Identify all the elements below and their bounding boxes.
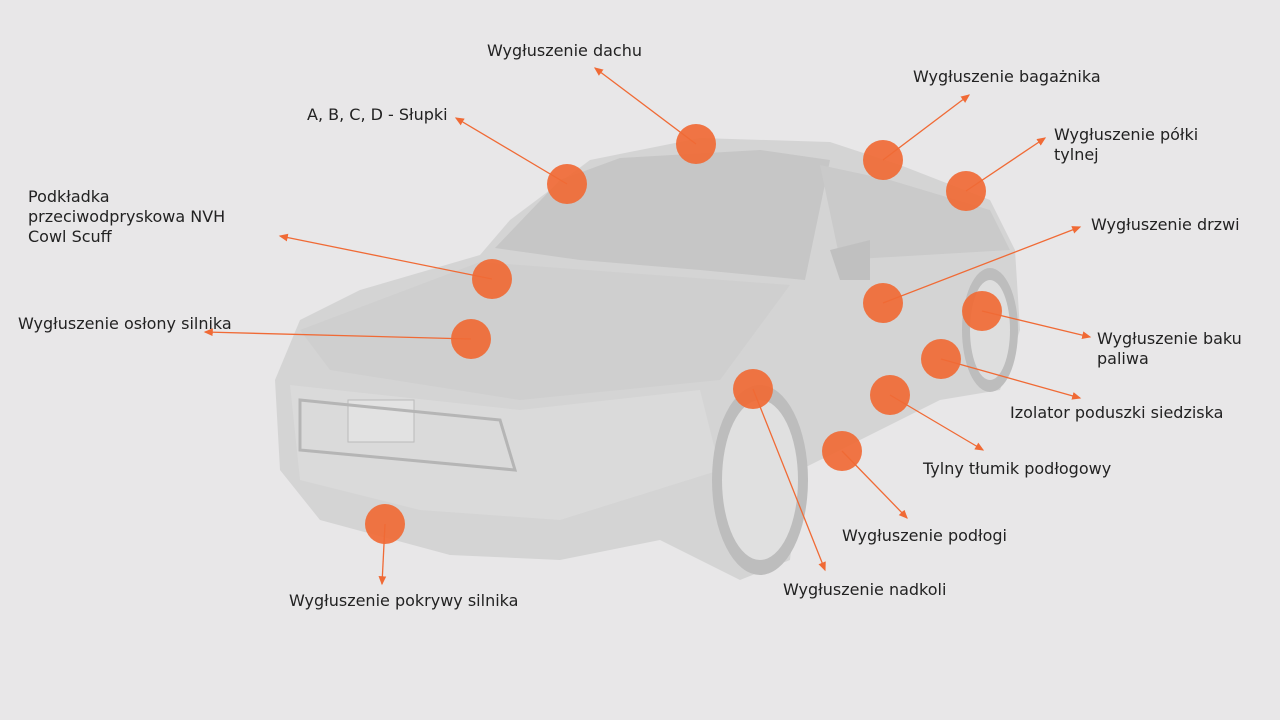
label-roof: Wygłuszenie dachu: [487, 41, 642, 60]
car-image: [275, 138, 1020, 580]
label-wheel-arches: Wygłuszenie nadkoli: [783, 580, 947, 599]
leader-arrow-roof: [593, 67, 697, 145]
leader-arrow-cowl: [278, 233, 493, 280]
leader-arrow-engine-cover: [203, 328, 472, 340]
hotspot-doors: [863, 283, 903, 323]
hotspot-fuel-tank: [962, 291, 1002, 331]
label-engine-cover: Wygłuszenie osłony silnika: [18, 314, 232, 333]
leader-arrow-seat: [940, 358, 1082, 400]
hotspot-hood: [365, 504, 405, 544]
label-doors: Wygłuszenie drzwi: [1091, 215, 1240, 234]
leader-arrow-doors: [882, 226, 1082, 304]
label-fuel-tank-line1: Wygłuszenie baku: [1097, 329, 1242, 348]
label-fuel-tank-line2: paliwa: [1097, 349, 1149, 368]
hotspot-roof: [676, 124, 716, 164]
leader-arrow-pillars: [454, 117, 568, 185]
label-rear-muffler: Tylny tłumik podłogowy: [923, 459, 1112, 478]
hotspot-rear-muffler: [870, 375, 910, 415]
hotspot-floor: [822, 431, 862, 471]
hotspot-engine-cover: [451, 319, 491, 359]
leader-arrow-wheel-arches: [752, 388, 826, 572]
label-floor: Wygłuszenie podłogi: [842, 526, 1007, 545]
label-rear-shelf-line2: tylnej: [1054, 145, 1099, 164]
hotspot-wheel-arches: [733, 369, 773, 409]
label-cowl-line3: Cowl Scuff: [28, 227, 112, 246]
label-seat: Izolator poduszki siedziska: [1010, 403, 1224, 422]
label-cowl-line1: Podkładka: [28, 187, 110, 206]
hotspot-trunk: [863, 140, 903, 180]
label-hood: Wygłuszenie pokrywy silnika: [289, 591, 519, 610]
hotspot-seat: [921, 339, 961, 379]
label-cowl-line2: przeciwodpryskowa NVH: [28, 207, 226, 226]
hotspot-pillars: [547, 164, 587, 204]
hotspot-rear-shelf: [946, 171, 986, 211]
label-rear-shelf-line1: Wygłuszenie półki: [1054, 125, 1199, 144]
label-trunk: Wygłuszenie bagażnika: [913, 67, 1101, 86]
label-pillars: A, B, C, D - Słupki: [307, 105, 448, 124]
hotspot-cowl: [472, 259, 512, 299]
